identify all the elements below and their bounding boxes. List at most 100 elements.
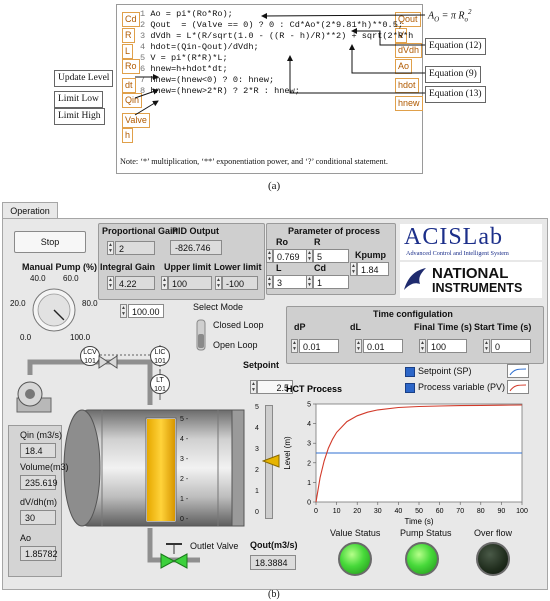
code-line-text: dVdh = L*(R/sqrt(1.0 - ((R - h)/R)**2) +… <box>150 31 414 41</box>
code-line: 1 Ao = pi*(Ro*Ro); <box>140 9 413 20</box>
l-value[interactable]: 3 <box>273 275 307 289</box>
chart-title: HCT Process <box>286 384 342 394</box>
code-line: 6 hnew=h+hdot*dt; <box>140 64 413 75</box>
manual-pump-value[interactable]: 100.00 <box>128 304 164 318</box>
cd-value[interactable]: 1 <box>313 275 349 289</box>
r-spinner[interactable]: ▲▼ <box>306 249 313 263</box>
start-time-spinner[interactable]: ▲▼ <box>483 339 490 353</box>
port-out-dvdh: dVdh <box>395 43 423 58</box>
inlet-valve-icon[interactable] <box>98 354 118 370</box>
lower-limit-value[interactable]: -100 <box>222 276 258 290</box>
slider-scale-tick: 0 <box>255 509 259 516</box>
limit-low-callout: Limit Low <box>54 91 103 108</box>
final-time-spinner[interactable]: ▲▼ <box>419 339 426 353</box>
final-time-label: Final Time (s) <box>414 322 472 332</box>
sp-legend-checkbox[interactable] <box>405 367 415 377</box>
y-tick-label: 4 <box>307 421 311 428</box>
l-spinner[interactable]: ▲▼ <box>266 275 273 289</box>
code-line-text: V = pi*(R*R)*L; <box>150 53 228 63</box>
caption-b: (b) <box>268 589 280 600</box>
knob-tick-0: 0.0 <box>20 333 32 342</box>
manual-pump-knob[interactable] <box>26 284 82 334</box>
knob-tick-60: 60.0 <box>63 274 79 283</box>
port-out-v: V <box>395 28 408 43</box>
lower-limit-label: Lower limit <box>214 262 262 272</box>
setpoint-slider-thumb[interactable] <box>262 454 280 468</box>
qout-label: Qout(m3/s) <box>250 540 298 550</box>
l-label: L <box>276 263 282 273</box>
dp-value[interactable]: 0.01 <box>299 339 339 353</box>
callout-arrows <box>134 12 426 116</box>
dvdh-value: 30 <box>20 510 56 525</box>
setpoint-value[interactable]: 2.5 <box>257 380 293 394</box>
upper-limit-value[interactable]: 100 <box>168 276 212 290</box>
code-line: 5 V = pi*(R*R)*L; <box>140 53 413 64</box>
port-in-cd: Cd <box>122 12 140 27</box>
tank-scale-tick: 2 - <box>180 476 189 483</box>
tab-operation[interactable]: Operation <box>2 202 58 220</box>
final-time-value[interactable]: 100 <box>427 339 467 353</box>
pid-output-label: PID Output <box>172 226 219 236</box>
qout-value: 18.3884 <box>250 555 296 570</box>
sp-legend-label: Setpoint (SP) <box>418 366 472 376</box>
y-tick-label: 0 <box>307 500 311 507</box>
x-tick-label: 100 <box>516 508 528 515</box>
dl-label: dL <box>350 322 361 332</box>
outlet-valve-icon[interactable] <box>160 540 188 570</box>
manual-pump-spinner[interactable]: ▲▼ <box>120 304 127 318</box>
proportional-gain-value[interactable]: 2 <box>115 241 155 255</box>
mode-toggle-switch[interactable] <box>194 318 208 352</box>
start-time-label: Start Time (s) <box>474 322 532 332</box>
port-in-valve: Valve <box>122 113 150 128</box>
equation-12-callout: Equation (12) <box>425 38 486 55</box>
dl-spinner[interactable]: ▲▼ <box>355 339 362 353</box>
code-line: 2 Qout = (Valve == 0) ? 0 : Cd*Ao*(2*9.8… <box>140 20 413 31</box>
dp-spinner[interactable]: ▲▼ <box>291 339 298 353</box>
overflow-label: Over flow <box>474 528 513 538</box>
dl-value[interactable]: 0.01 <box>363 339 403 353</box>
code-figure-box <box>116 4 423 174</box>
proportional-gain-label: Proportional Gain <box>102 226 179 236</box>
pv-legend-checkbox[interactable] <box>405 383 415 393</box>
ro-spinner[interactable]: ▲▼ <box>266 249 273 263</box>
kpump-value[interactable]: 1.84 <box>357 262 389 276</box>
tank-scale-tick: 3 - <box>180 456 189 463</box>
ni-eagle-icon <box>404 268 426 290</box>
limit-high-callout: Limit High <box>54 108 105 125</box>
tank-scale-tick: 4 - <box>180 436 189 443</box>
kpump-label: Kpump <box>355 250 386 260</box>
volume-value: 235.619 <box>20 475 58 490</box>
pump-icon <box>16 381 52 413</box>
x-tick-label: 50 <box>415 508 423 515</box>
proportional-gain-spinner[interactable]: ▲▼ <box>107 241 114 255</box>
sp-legend-swatch <box>507 364 529 378</box>
kpump-spinner[interactable]: ▲▼ <box>350 262 357 276</box>
acis-logo: ACISLab Advanced Control and Intelligent… <box>400 224 542 260</box>
stop-button[interactable]: Stop <box>14 231 86 253</box>
integral-gain-label: Integral Gain <box>100 262 156 272</box>
code-line: 7 hnew=(hnew<0) ? 0: hnew; <box>140 75 413 86</box>
select-mode-label: Select Mode <box>193 302 244 312</box>
cd-spinner[interactable]: ▲▼ <box>306 275 313 289</box>
value-status-led <box>338 542 372 576</box>
r-value[interactable]: 5 <box>313 249 349 263</box>
lic-101-tag: LIC 101 <box>150 346 170 366</box>
slider-scale-tick: 4 <box>255 425 259 432</box>
pump-status-led <box>405 542 439 576</box>
port-in-h: h <box>122 128 134 143</box>
start-time-value[interactable]: 0 <box>491 339 531 353</box>
setpoint-spinner[interactable]: ▲▼ <box>250 380 257 394</box>
slider-scale-tick: 5 <box>255 404 259 411</box>
integral-gain-value[interactable]: 4.22 <box>115 276 155 290</box>
dvdh-label: dV/dh(m) <box>20 497 58 507</box>
lower-limit-spinner[interactable]: ▲▼ <box>215 276 222 290</box>
integral-gain-spinner[interactable]: ▲▼ <box>107 276 114 290</box>
upper-limit-spinner[interactable]: ▲▼ <box>161 276 168 290</box>
x-tick-label: 60 <box>436 508 444 515</box>
code-line-text: Ao = pi*(Ro*Ro); <box>150 9 233 19</box>
code-line-text: hnew=(hnew<0) ? 0: hnew; <box>150 75 275 85</box>
qin-label: Qin (m3/s) <box>20 430 63 440</box>
code-line: 3 dVdh = L*(R/sqrt(1.0 - ((R - h)/R)**2)… <box>140 31 413 42</box>
slider-scale-tick: 1 <box>255 488 259 495</box>
